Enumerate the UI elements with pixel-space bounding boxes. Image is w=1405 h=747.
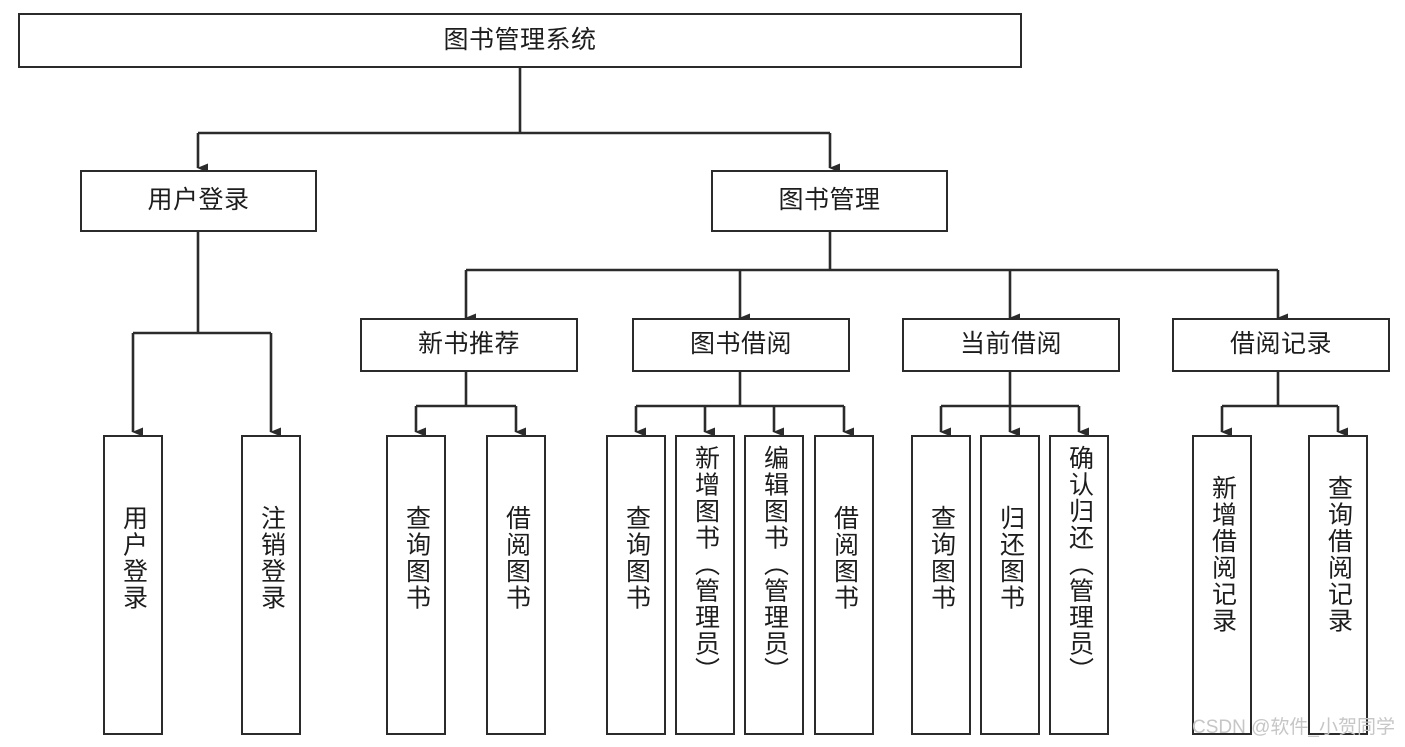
node-label: 归还图书 [996, 505, 1025, 611]
node-label: 查询图书 [402, 505, 431, 611]
node-label: 新增图书（管理员） [691, 445, 720, 684]
node-label: 借阅记录 [1229, 330, 1332, 359]
node-leaf-query-borrow-record[interactable]: 查询借阅记录 [1308, 435, 1368, 735]
node-leaf-borrow-book-recommendation[interactable]: 借阅图书 [486, 435, 546, 735]
node-book-management[interactable]: 图书管理 [711, 170, 948, 232]
node-leaf-query-book-current[interactable]: 查询图书 [911, 435, 971, 735]
node-leaf-query-book-recommendation[interactable]: 查询图书 [386, 435, 446, 735]
node-book-borrow[interactable]: 图书借阅 [632, 318, 850, 372]
node-leaf-edit-book-admin[interactable]: 编辑图书（管理员） [744, 435, 804, 735]
node-label: 确认归还（管理员） [1065, 445, 1094, 684]
node-root-book-management-system[interactable]: 图书管理系统 [18, 13, 1022, 68]
node-leaf-user-logout[interactable]: 注销登录 [241, 435, 301, 735]
node-leaf-borrow-book[interactable]: 借阅图书 [814, 435, 874, 735]
node-leaf-add-borrow-record[interactable]: 新增借阅记录 [1192, 435, 1252, 735]
node-label: 查询借阅记录 [1324, 475, 1353, 634]
node-label: 编辑图书（管理员） [760, 445, 789, 684]
node-leaf-return-book[interactable]: 归还图书 [980, 435, 1040, 735]
node-label: 当前借阅 [959, 330, 1062, 359]
node-user-login[interactable]: 用户登录 [80, 170, 317, 232]
node-leaf-query-book-borrow[interactable]: 查询图书 [606, 435, 666, 735]
node-leaf-confirm-return-admin[interactable]: 确认归还（管理员） [1049, 435, 1109, 735]
node-label: 借阅图书 [830, 505, 859, 611]
node-leaf-add-book-admin[interactable]: 新增图书（管理员） [675, 435, 735, 735]
node-label: 借阅图书 [502, 505, 531, 611]
node-leaf-user-login[interactable]: 用户登录 [103, 435, 163, 735]
node-label: 查询图书 [622, 505, 651, 611]
node-borrow-record[interactable]: 借阅记录 [1172, 318, 1390, 372]
node-label: 图书管理系统 [443, 25, 597, 54]
node-new-book-recommendation[interactable]: 新书推荐 [360, 318, 578, 372]
node-label: 用户登录 [147, 186, 250, 215]
node-label: 用户登录 [119, 505, 148, 611]
csdn-watermark: CSDN @软件_小贺同学 [1192, 717, 1395, 738]
node-label: 图书管理 [778, 186, 881, 215]
node-label: 新增借阅记录 [1208, 475, 1237, 634]
node-label: 图书借阅 [689, 330, 792, 359]
node-label: 查询图书 [927, 505, 956, 611]
node-current-borrow[interactable]: 当前借阅 [902, 318, 1120, 372]
node-label: 注销登录 [257, 505, 286, 611]
node-label: 新书推荐 [417, 330, 520, 359]
